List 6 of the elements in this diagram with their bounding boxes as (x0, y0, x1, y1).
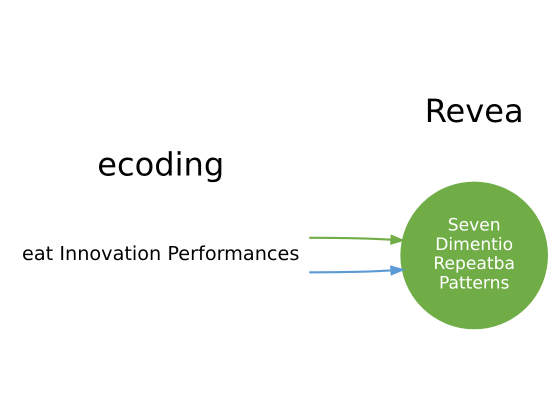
arrow (309, 234, 406, 244)
node-text: eat Innovation Performances (22, 242, 300, 265)
label: Revea (424, 92, 524, 130)
node-circle: Seven Dimentio Repeatba Patterns (400, 181, 548, 329)
arrow (309, 264, 406, 276)
label: ecoding (97, 145, 224, 184)
